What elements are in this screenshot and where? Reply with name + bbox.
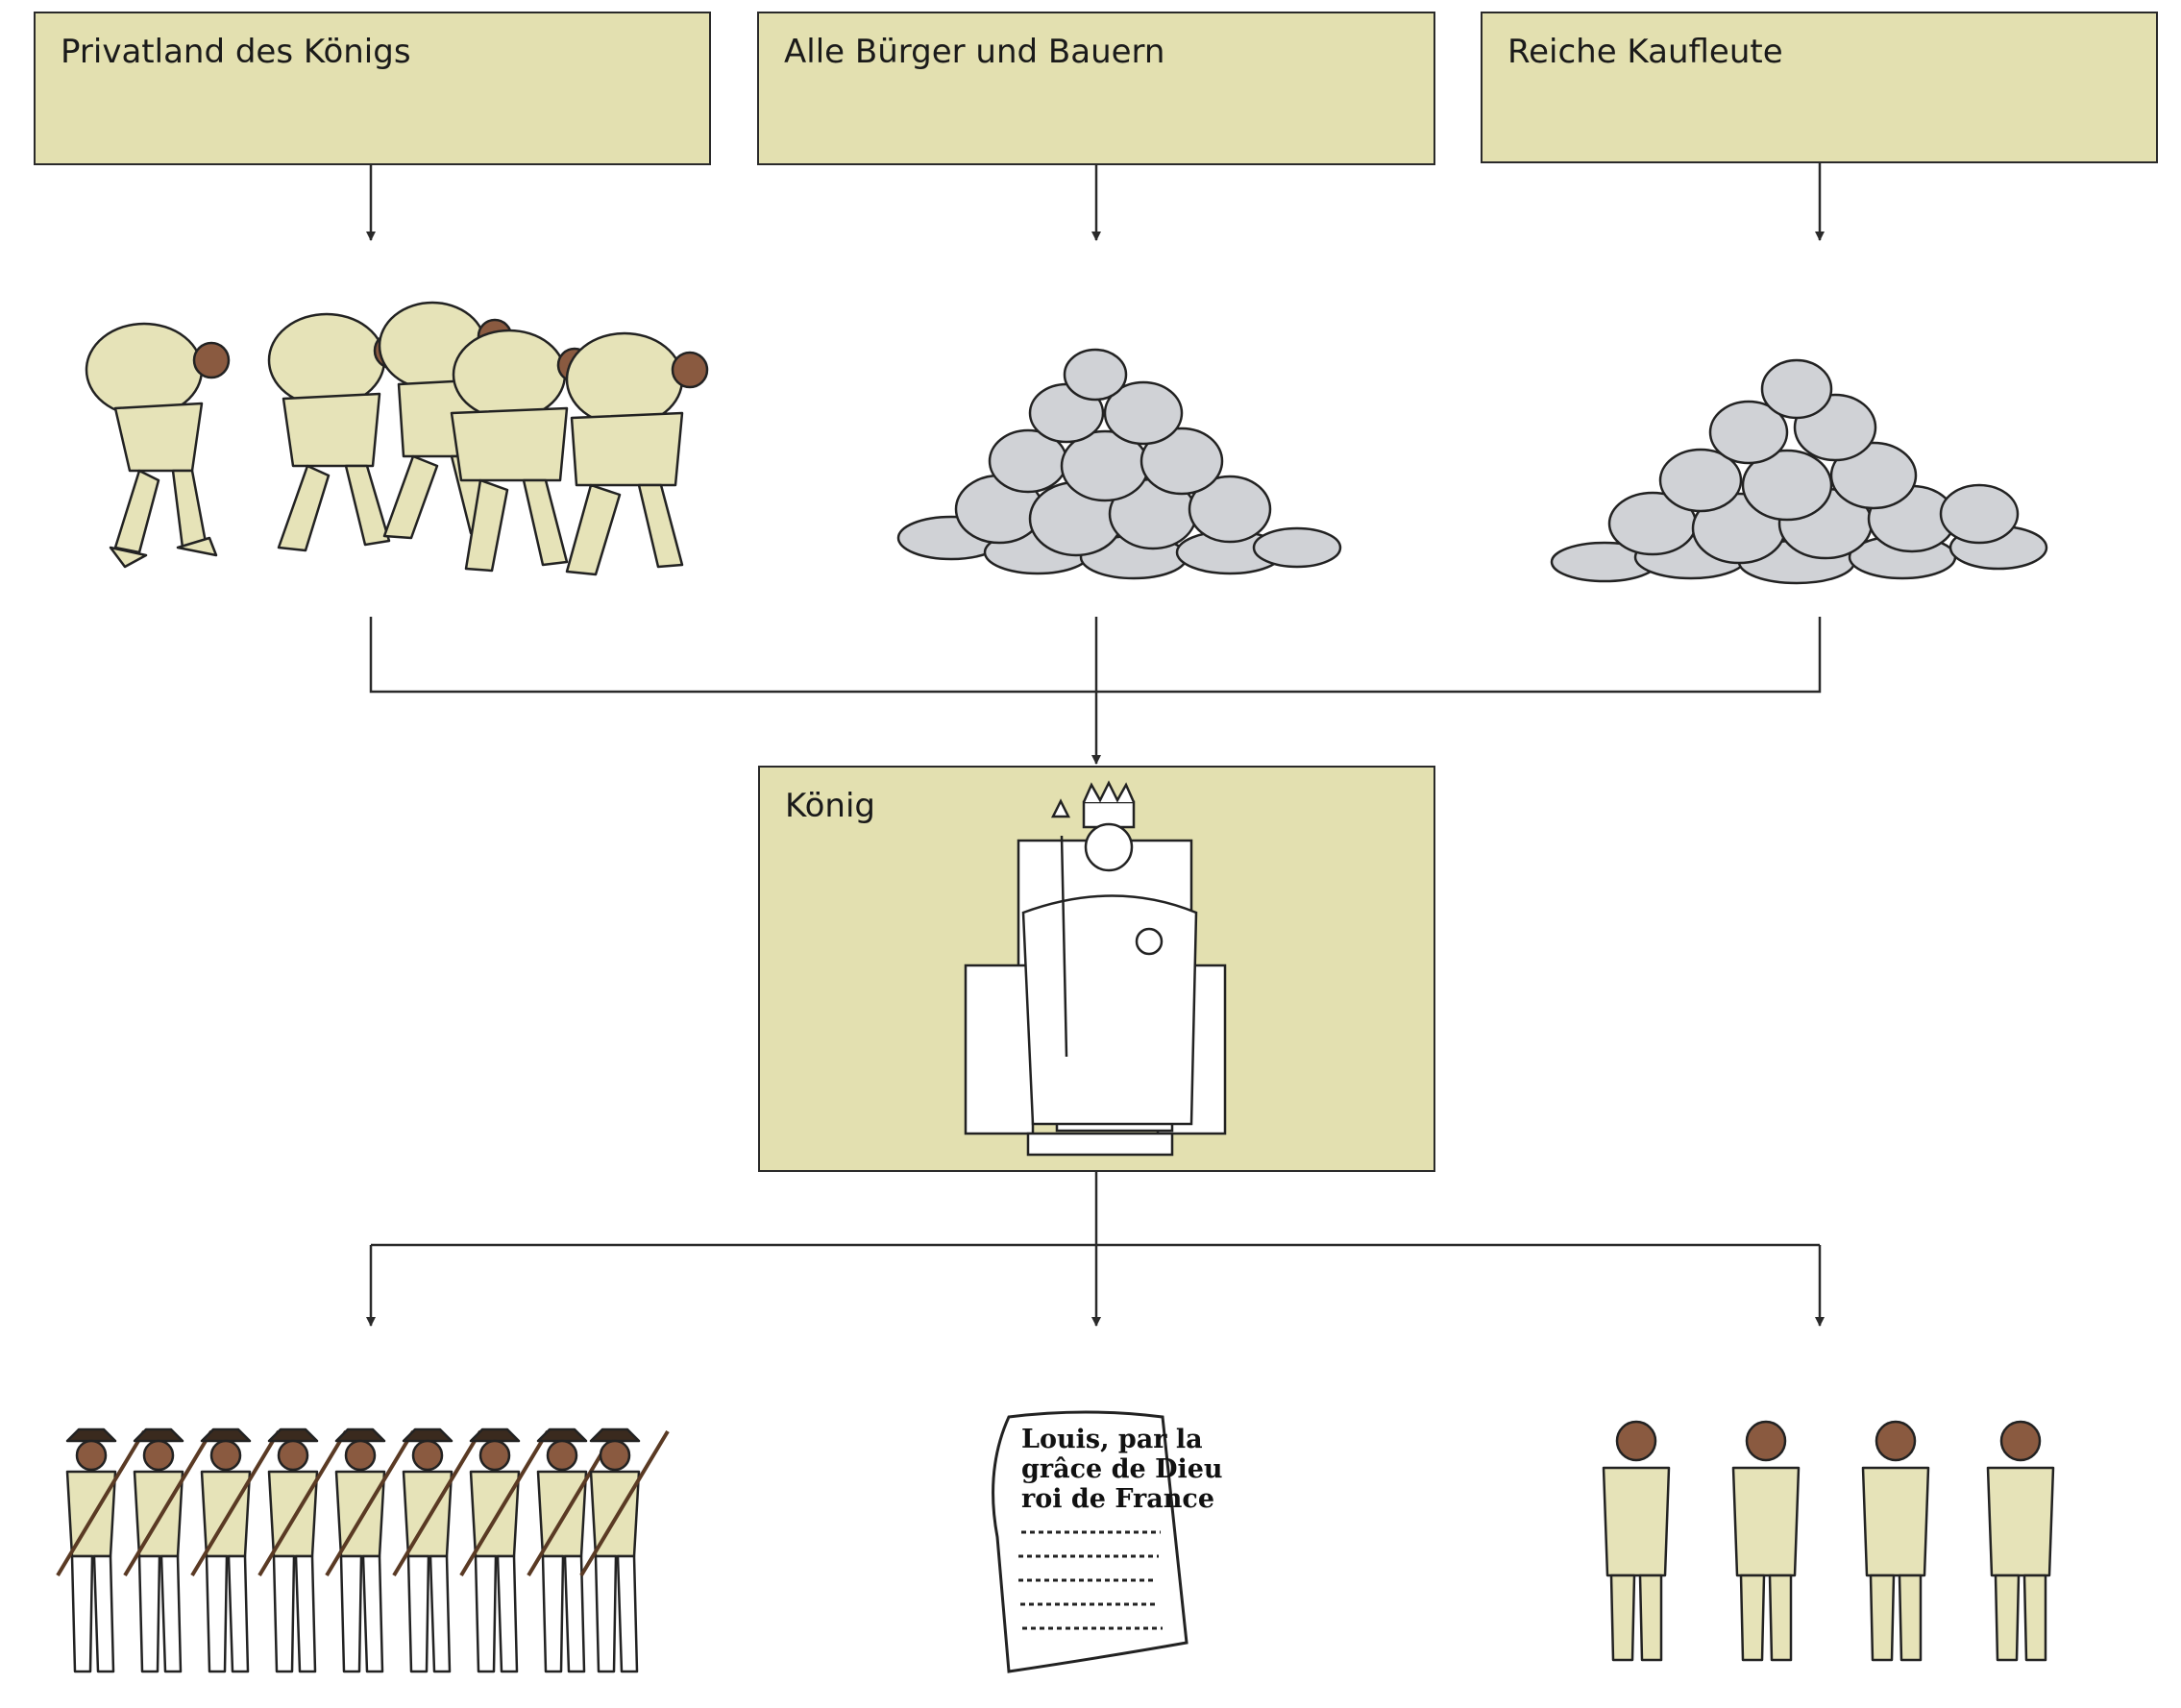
source-label: Alle Bürger und Bauern bbox=[784, 33, 1165, 71]
source-box-private-land: Privatland des Königs bbox=[34, 12, 711, 165]
source-box-citizens-peasants: Alle Bürger und Bauern bbox=[757, 12, 1435, 165]
source-label: Privatland des Königs bbox=[61, 33, 411, 71]
source-box-rich-merchants: Reiche Kaufleute bbox=[1481, 12, 2158, 163]
decree-line: Louis, par la bbox=[1021, 1425, 1203, 1454]
source-label: Reiche Kaufleute bbox=[1507, 33, 1783, 71]
decree-line: roi de France bbox=[1021, 1484, 1214, 1514]
decree-line: grâce de Dieu bbox=[1021, 1454, 1223, 1484]
king-label: König bbox=[785, 787, 875, 825]
